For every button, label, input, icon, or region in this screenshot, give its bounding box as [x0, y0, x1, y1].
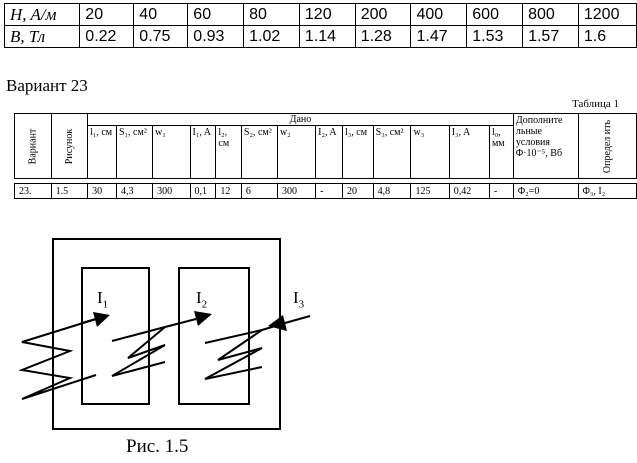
value-cell: 4,3	[115, 183, 154, 199]
value-cell: -	[315, 183, 343, 199]
coil-3	[204, 329, 263, 380]
b-value: 1.6	[577, 25, 637, 48]
current-label-i3: I3	[293, 288, 305, 311]
col-figure: Рисунок	[50, 113, 89, 179]
b-value: 0.93	[187, 25, 245, 48]
core-window-right	[178, 267, 250, 405]
given-header-row: Вариант Рисунок Дано Дополните льные усл…	[14, 113, 637, 179]
param-header: I₁, A	[189, 125, 217, 179]
figure-caption: Рис. 1.5	[126, 436, 189, 457]
determine-cell: Φ₃, I₂	[577, 183, 637, 199]
core-outer	[52, 238, 281, 430]
bh-table: H, A/м 20 40 60 80 120 200 400 600 800 1…	[3, 3, 637, 48]
param-header: I₂, A	[315, 125, 343, 179]
value-cell: -	[488, 183, 514, 199]
h-value: 120	[298, 3, 356, 26]
b-value: 1.02	[243, 25, 300, 48]
param-header-row: l₁, см S₁, см² w₁ I₁, A l₂, см S₂, см² w…	[15, 125, 637, 179]
param-header: I₃, A	[448, 125, 490, 179]
value-cell: 20	[342, 183, 374, 199]
b-value: 1.57	[522, 25, 579, 48]
coil-2	[111, 326, 166, 377]
b-value: 1.28	[354, 25, 412, 48]
h-label: H, A/м	[3, 3, 81, 26]
param-header: S₁, см²	[115, 125, 154, 179]
data-table: Вариант Рисунок Дано Дополните льные усл…	[14, 113, 637, 199]
core-window-left	[81, 267, 150, 405]
coil-3-lead	[284, 315, 311, 324]
value-cell: 0,42	[448, 183, 490, 199]
current-label-i1: I1	[97, 288, 109, 311]
arrow-2-icon	[194, 311, 212, 326]
h-row: H, A/м 20 40 60 80 120 200 400 600 800 1…	[3, 3, 637, 26]
arrow-3-icon	[268, 315, 287, 331]
b-value: 0.22	[79, 25, 135, 48]
figure-cell: 1.5	[50, 183, 89, 199]
b-value: 1.53	[466, 25, 524, 48]
data-row: 23. 1.5 30 4,3 300 0,1 12 6 300 - 20 4,8…	[14, 183, 637, 199]
value-cell: 300	[152, 183, 191, 199]
coil-1	[18, 318, 97, 400]
h-value: 800	[522, 3, 579, 26]
col-determine: Определ ить	[577, 113, 637, 179]
value-cell: 300	[276, 183, 317, 199]
param-header: w₁	[152, 125, 191, 179]
param-header: l₀, мм	[488, 125, 514, 179]
b-label: B, Тл	[3, 25, 81, 48]
coil-1-arrow-line	[81, 318, 97, 324]
current-label-i2: I2	[196, 288, 208, 311]
coil-2-arrow-line	[164, 318, 197, 328]
variant-title: Вариант 23	[6, 76, 88, 95]
value-cell: 125	[410, 183, 450, 199]
param-header: w₂	[276, 125, 317, 179]
value-cell: 4,8	[372, 183, 412, 199]
b-value: 1.47	[410, 25, 468, 48]
b-value: 1.14	[298, 25, 356, 48]
b-value: 0.75	[133, 25, 189, 48]
h-value: 80	[243, 3, 300, 26]
param-header: l₃, см	[342, 125, 374, 179]
extra-conditions-header: Дополните льные условия Φ·10⁻⁵, Вб	[512, 113, 579, 179]
param-header: l₁, см	[87, 125, 117, 179]
b-row: B, Тл 0.22 0.75 0.93 1.02 1.14 1.28 1.47…	[3, 25, 637, 48]
table-number: Таблица 1	[572, 98, 620, 110]
arrow-1-icon	[93, 312, 110, 327]
value-cell: 0,1	[189, 183, 217, 199]
